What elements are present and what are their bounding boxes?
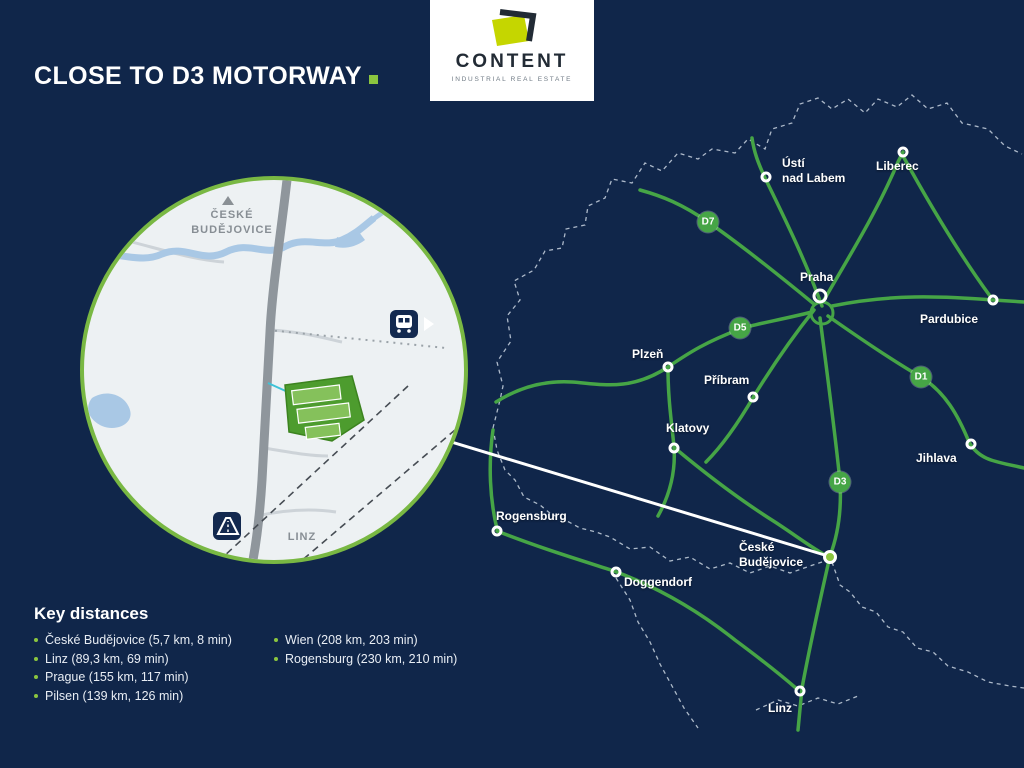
- city-label-praha: Praha: [800, 270, 834, 284]
- city-label-jihlava: Jihlava: [916, 451, 957, 465]
- main-road: [248, 180, 292, 560]
- inset-label-linz: LINZ: [287, 531, 317, 543]
- city-label-liberec: Liberec: [876, 159, 919, 173]
- bullet-icon: [34, 693, 38, 698]
- map-marker-doggendorf: [610, 566, 622, 578]
- distance-text: Wien (208 km, 203 min): [285, 633, 418, 647]
- local-area-inset: ČESKÉ BUDĚJOVICE LINZ: [80, 176, 468, 564]
- motorway-icon: [213, 512, 241, 540]
- page-header: CLOSE TO D3 MOTORWAY: [34, 62, 378, 91]
- map-marker-usti: [760, 171, 772, 183]
- city-label-doggendorf: Doggendorf: [624, 575, 692, 589]
- distance-text: Rogensburg (230 km, 210 min): [285, 651, 458, 666]
- country-border: [492, 94, 1024, 729]
- key-distances-heading: Key distances: [34, 604, 149, 623]
- distance-text: České Budějovice (5,7 km, 8 min): [45, 633, 232, 647]
- title-accent-square: [368, 75, 378, 84]
- road-badge-d1: D1: [910, 366, 932, 388]
- page-title: CLOSE TO D3 MOTORWAY: [34, 62, 362, 90]
- bullet-icon: [34, 675, 38, 679]
- road-badge-d5: D5: [729, 317, 751, 339]
- distance-text: Prague (155 km, 117 min): [45, 670, 189, 684]
- key-distances-column-1: České Budějovice (5,7 km, 8 min) Linz (8…: [34, 633, 232, 707]
- city-label-ceske-budejovice: České Budějovice: [739, 540, 804, 569]
- distance-item: České Budějovice (5,7 km, 8 min): [34, 633, 232, 652]
- content-logo-icon: [492, 9, 537, 46]
- map-marker-pardubice: [987, 294, 999, 306]
- map-marker-rogensburg: [491, 525, 503, 537]
- city-label-rogensburg: Rogensburg: [496, 509, 567, 523]
- map-marker-liberec: [897, 146, 909, 158]
- distance-item: Linz (89,3 km, 69 min): [34, 652, 232, 671]
- map-marker-praha: [812, 288, 828, 304]
- map-marker-pribram: [747, 391, 759, 403]
- city-label-usti: Ústí nad Labem: [782, 156, 846, 185]
- bullet-icon: [274, 656, 278, 661]
- logo-name: CONTENT: [455, 51, 569, 72]
- city-label-pribram: Příbram: [704, 373, 750, 387]
- lake: [88, 393, 131, 429]
- bullet-icon: [274, 638, 278, 642]
- distance-text: Linz (89,3 km, 69 min): [45, 651, 169, 666]
- city-label-klatovy: Klatovy: [666, 421, 710, 435]
- distance-text: Pilsen (139 km, 126 min): [45, 688, 184, 703]
- map-marker-ceske-budejovice-site: [823, 550, 837, 564]
- map-marker-plzen: [662, 361, 674, 373]
- site-buildings: [290, 384, 351, 441]
- bullet-icon: [34, 656, 38, 661]
- dashed-motorway-lines: [221, 385, 456, 560]
- city-label-plzen: Plzeň: [632, 347, 664, 361]
- train-station-icon: [390, 310, 434, 338]
- city-label-pardubice: Pardubice: [920, 312, 979, 326]
- distance-item: Rogensburg (230 km, 210 min): [274, 652, 457, 671]
- railway-dotted-line: [267, 329, 447, 349]
- city-label-linz: Linz: [768, 701, 792, 715]
- bullet-icon: [34, 638, 38, 642]
- inset-label-ceske-budejovice: ČESKÉ BUDĚJOVICE: [191, 209, 273, 236]
- inset-minor-roads: [123, 238, 343, 518]
- key-distances-column-2: Wien (208 km, 203 min) Rogensburg (230 k…: [274, 633, 457, 670]
- distance-item: Pilsen (139 km, 126 min): [34, 689, 232, 708]
- map-marker-jihlava: [965, 438, 977, 450]
- arrow-right-icon: [424, 317, 434, 331]
- motorway-network: [488, 136, 1024, 732]
- road-badge-d3: D3: [829, 471, 851, 493]
- distance-item: Prague (155 km, 117 min): [34, 670, 232, 689]
- map-marker-klatovy: [668, 442, 680, 454]
- map-marker-linz: [794, 685, 806, 697]
- content-logo: CONTENT INDUSTRIAL REAL ESTATE: [430, 0, 594, 101]
- road-badge-d7: D7: [697, 211, 719, 233]
- direction-arrow-icon: [222, 196, 234, 205]
- inset-map-graphic: [84, 180, 456, 560]
- logo-subtitle: INDUSTRIAL REAL ESTATE: [451, 76, 573, 83]
- distance-item: Wien (208 km, 203 min): [274, 633, 457, 652]
